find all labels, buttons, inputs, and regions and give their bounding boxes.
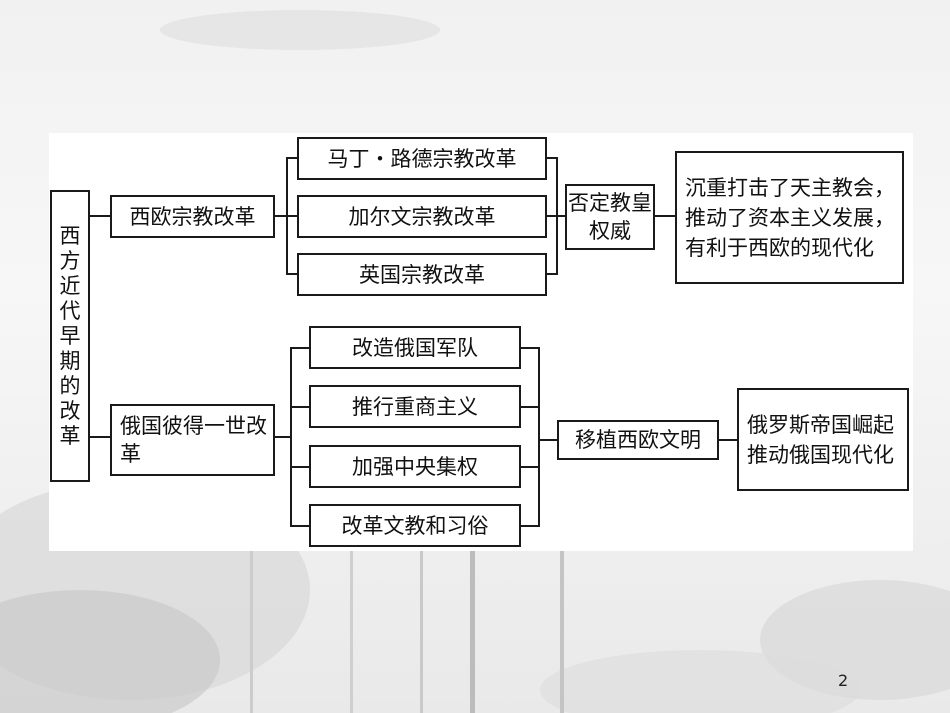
west-item-calvin: 加尔文宗教改革: [297, 195, 547, 238]
root-node: 西方近代早期的改革: [50, 190, 90, 482]
russia-item-centralization: 加强中央集权: [309, 445, 521, 488]
russia-summary-node: 移植西欧文明: [557, 420, 719, 460]
west-summary-node: 否定教皇权威: [565, 184, 655, 250]
root-label: 西方近代早期的改革: [59, 223, 81, 448]
russia-item-culture: 改革文教和习俗: [309, 504, 521, 547]
russia-item-army: 改造俄国军队: [309, 326, 521, 369]
west-impact-node: 沉重打击了天主教会，推动了资本主义发展，有利于西欧的现代化: [675, 151, 904, 284]
russia-reform-node: 俄国彼得一世改革: [110, 404, 275, 476]
west-reform-node: 西欧宗教改革: [110, 195, 275, 238]
page-number: 2: [838, 671, 849, 690]
west-item-england: 英国宗教改革: [297, 253, 547, 296]
russia-item-mercantilism: 推行重商主义: [309, 385, 521, 428]
russia-impact-node: 俄罗斯帝国崛起推动俄国现代化: [737, 388, 909, 491]
west-item-luther: 马丁・路德宗教改革: [297, 137, 547, 180]
